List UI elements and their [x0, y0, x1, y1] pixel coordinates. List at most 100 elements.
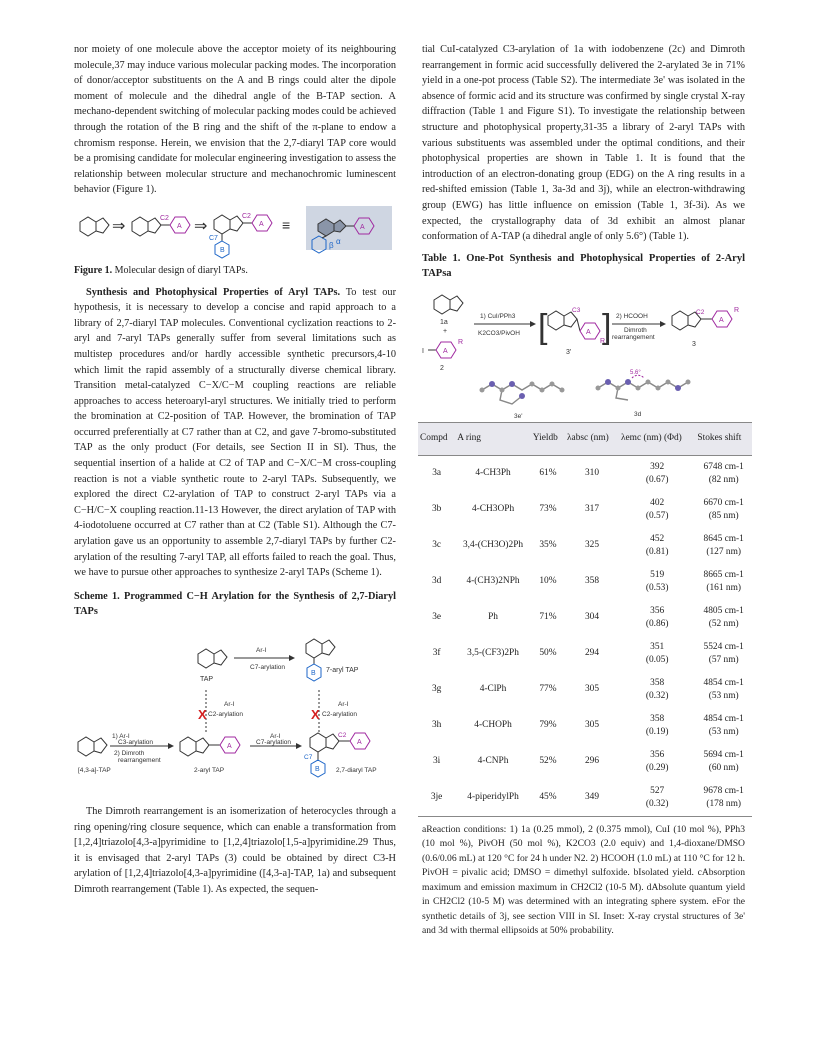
- left-paragraph-3: The Dimroth rearrangement is an isomeriz…: [74, 806, 396, 895]
- table-cell: 3d: [431, 576, 442, 587]
- table-cell: 3a: [432, 468, 442, 479]
- table-cell: 3e: [432, 612, 442, 623]
- fig1-label-c7: C7: [209, 235, 218, 242]
- svg-text:2) HCOOH: 2) HCOOH: [616, 313, 648, 320]
- table-cell: 4-CNPh: [477, 756, 509, 767]
- svg-text:]: ]: [602, 308, 611, 346]
- left-column: nor moiety of one molecule above the acc…: [74, 42, 396, 898]
- col-header: Stokes shift: [695, 421, 752, 456]
- table-cell: 3je: [418, 779, 456, 817]
- section-heading: Synthesis and Photophysical Properties o…: [86, 286, 341, 298]
- svg-text:R: R: [458, 339, 463, 346]
- blocked-x-right: X: [311, 707, 320, 722]
- svg-text:3': 3': [566, 349, 571, 356]
- table-header-row: Compd A ring Yieldb λabsc (nm) λemc (nm)…: [418, 421, 752, 456]
- figure-1-caption: Figure 1. Molecular design of diaryl TAP…: [74, 264, 248, 276]
- table-cell: Ph: [488, 612, 498, 623]
- table-cell: 402(0.57): [645, 497, 669, 521]
- table-footnote: aReaction conditions: 1) 1a (0.25 mmol),…: [422, 823, 745, 937]
- table-cell: 349: [565, 779, 619, 817]
- table-cell: 61%: [539, 468, 557, 479]
- table-1-title: Table 1. One-Pot Synthesis and Photophys…: [422, 252, 745, 280]
- table-cell: 4854 cm-1(53 nm): [703, 713, 744, 737]
- right-column: tial CuI-catalyzed C3-arylation of 1a wi…: [418, 42, 752, 939]
- table-cell: 392(0.67): [645, 461, 669, 485]
- fig1-label-c2b: C2: [242, 213, 251, 220]
- table-cell: 45%: [530, 779, 566, 817]
- table-cell: 6670 cm-1(85 nm): [703, 497, 744, 521]
- table-cell: 4854 cm-1(53 nm): [703, 677, 744, 701]
- svg-text:[: [: [538, 308, 548, 346]
- svg-text:C7-arylation: C7-arylation: [256, 739, 291, 746]
- table-1: Compd A ring Yieldb λabsc (nm) λemc (nm)…: [418, 421, 752, 817]
- svg-text:C3-arylation: C3-arylation: [118, 739, 153, 746]
- svg-text:I: I: [422, 348, 424, 355]
- svg-text:C2: C2: [338, 732, 347, 739]
- table-cell: 294: [584, 648, 600, 659]
- svg-text:Dimroth: Dimroth: [624, 327, 647, 334]
- svg-text:[4,3-a]-TAP: [4,3-a]-TAP: [78, 767, 111, 774]
- svg-text:B: B: [311, 670, 316, 677]
- table-cell: 10%: [539, 576, 557, 587]
- table-cell: 356(0.86): [645, 605, 669, 629]
- svg-text:C7: C7: [304, 754, 313, 761]
- table-1-scheme: 1a + I A R 2 1) CuI/PPh3 K2CO3/PivOH [ C…: [422, 294, 739, 420]
- svg-text:C2-arylation: C2-arylation: [208, 711, 243, 718]
- svg-text:1a: 1a: [440, 319, 448, 326]
- blocked-x-left: X: [198, 707, 207, 722]
- svg-text:3e': 3e': [514, 413, 522, 420]
- col-header: Compd: [418, 421, 456, 456]
- table-cell: 35%: [539, 540, 557, 551]
- col-header: λabsc (nm): [565, 421, 619, 456]
- table-cell: 6748 cm-1(82 nm): [703, 461, 744, 485]
- table-cell: 3,5-(CF3)2Ph: [467, 648, 519, 659]
- svg-text:⇒: ⇒: [112, 218, 125, 235]
- table-cell: 358(0.32): [645, 677, 669, 701]
- fig1-label-a2: A: [259, 221, 264, 228]
- fig1-label-alpha: α: [336, 237, 341, 246]
- fig1-label-a3: A: [360, 224, 365, 231]
- fig1-label-beta: β: [329, 241, 334, 250]
- scheme-1: TAP Ar-I C7-arylation B 7-aryl TAP Ar-I …: [77, 638, 377, 778]
- svg-text:Ar-I: Ar-I: [338, 701, 349, 708]
- table-cell: 71%: [539, 612, 557, 623]
- fig1-label-b: B: [220, 247, 225, 254]
- table-cell: 8645 cm-1(127 nm): [703, 533, 744, 557]
- svg-text:rearrangement: rearrangement: [612, 334, 655, 341]
- figure-1: ⇒ C2 A ⇒ C2 A C7 B ≡ A: [79, 205, 392, 259]
- table-cell: 358(0.19): [645, 713, 669, 737]
- svg-text:A: A: [719, 317, 724, 324]
- table-cell: 5694 cm-1(60 nm): [703, 749, 744, 773]
- right-paragraph-1: tial CuI-catalyzed C3-arylation of 1a wi…: [422, 44, 745, 243]
- table-cell: 325: [584, 540, 600, 551]
- svg-text:5.6°: 5.6°: [630, 370, 641, 376]
- col-header: A ring: [455, 421, 531, 456]
- crystal-structure-3d: 5.6° 3d: [595, 370, 691, 418]
- table-cell: 317: [584, 504, 600, 515]
- svg-text:A: A: [227, 743, 232, 750]
- table-cell: 296: [584, 756, 600, 767]
- svg-text:R: R: [734, 307, 739, 314]
- left-paragraph-1: nor moiety of one molecule above the acc…: [74, 44, 396, 196]
- table-cell: 3g: [431, 684, 442, 695]
- svg-text:≡: ≡: [282, 217, 290, 233]
- svg-text:C2: C2: [696, 309, 705, 316]
- table-cell: 4-(CH3)2NPh: [466, 576, 520, 587]
- svg-text:Ar-I: Ar-I: [224, 701, 235, 708]
- left-paragraph-2: Synthesis and Photophysical Properties o…: [74, 286, 396, 579]
- svg-text:+: +: [443, 328, 447, 335]
- svg-text:Ar-I: Ar-I: [270, 733, 281, 740]
- svg-text:2) Dimroth: 2) Dimroth: [114, 750, 145, 757]
- svg-text:C7-arylation: C7-arylation: [250, 664, 285, 671]
- crystal-structure-3e-prime: 3e': [479, 380, 565, 420]
- table-cell: 304: [584, 612, 600, 623]
- svg-text:1) CuI/PPh3: 1) CuI/PPh3: [480, 313, 516, 320]
